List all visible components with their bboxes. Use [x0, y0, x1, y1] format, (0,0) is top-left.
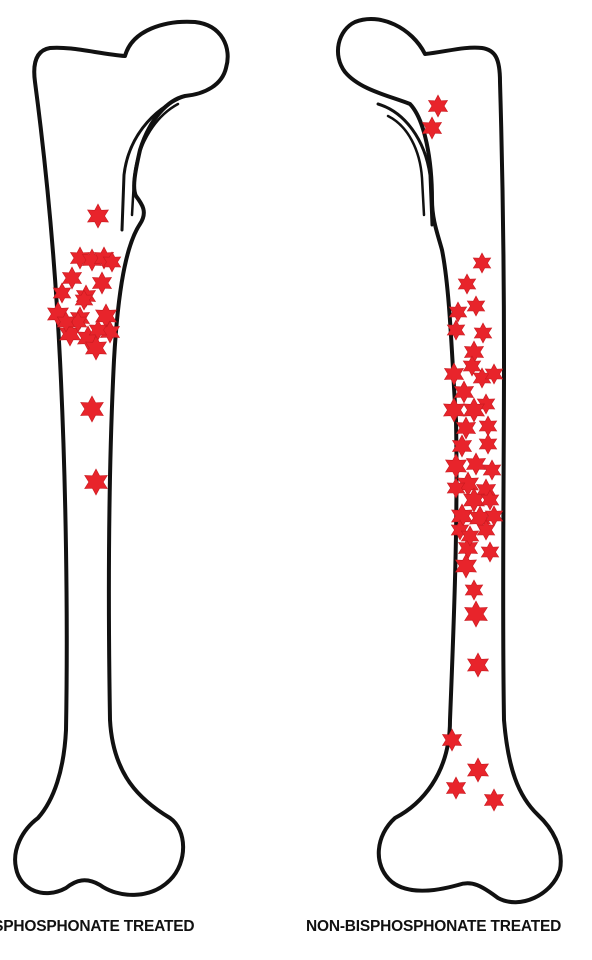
fracture-marker-right-star-icon: [447, 777, 466, 799]
femur-right: [338, 19, 561, 902]
fracture-marker-right-star-icon: [457, 417, 476, 439]
fracture-marker-right-star-icon: [483, 460, 500, 480]
fracture-marker-right-star-icon: [479, 416, 496, 436]
caption-non-bisphosphonate-treated: NON-BISPHOSPHONATE TREATED: [306, 918, 561, 936]
fracture-marker-right-star-icon: [465, 580, 482, 600]
fracture-marker-right-star-icon: [485, 789, 504, 811]
fracture-marker-right-star-icon: [455, 381, 474, 403]
fracture-marker-right-star-icon: [458, 274, 475, 294]
fracture-marker-right-star-icon: [479, 434, 496, 454]
fracture-marker-right-star-icon: [467, 453, 486, 475]
fracture-marker-right-star-icon: [456, 554, 477, 578]
fracture-marker-right-star-icon: [473, 253, 490, 273]
fracture-marker-right-star-icon: [429, 95, 448, 117]
fracture-marker-right-star-icon: [481, 542, 498, 562]
fracture-marker-right-star-icon: [444, 398, 465, 422]
caption-bisphosphonate-treated: BISPHOSPHONATE TREATED: [0, 918, 194, 936]
fracture-marker-left-star-icon: [81, 396, 104, 422]
fracture-marker-left-star-icon: [85, 469, 108, 495]
femur-left-outline: [15, 22, 228, 895]
fracture-marker-right-star-icon: [474, 323, 491, 343]
fracture-marker-left-star-icon: [63, 267, 82, 289]
femur-right-neck-line-inner: [388, 116, 424, 215]
fracture-marker-right-star-icon: [467, 296, 484, 316]
fracture-marker-right-star-icon: [468, 758, 489, 782]
fracture-marker-right-star-icon: [446, 454, 467, 478]
fracture-marker-left-star-icon: [88, 204, 109, 228]
fracture-marker-right-star-icon: [449, 302, 466, 322]
femur-left: [15, 22, 228, 895]
fracture-marker-right-star-icon: [468, 653, 489, 677]
fracture-markers-right: [423, 95, 504, 811]
fracture-marker-right-star-icon: [445, 363, 464, 385]
fracture-marker-right-star-icon: [465, 601, 488, 627]
